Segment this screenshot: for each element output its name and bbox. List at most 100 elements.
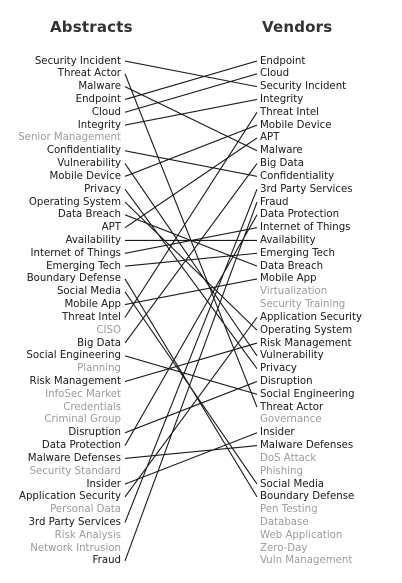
vendor-term-pen-testing: Pen Testing <box>260 504 318 516</box>
vendor-term-vuln-management: Vuln Management <box>260 555 353 567</box>
abstract-term-security-standard: Security Standard <box>29 465 121 477</box>
link-integrity <box>124 98 258 126</box>
abstract-term-ciso: CISO <box>96 324 121 336</box>
abstract-term-fraud: Fraud <box>92 555 121 567</box>
abstract-term-application-security: Application Security <box>19 491 121 503</box>
abstract-term-mobile-app: Mobile App <box>64 299 121 311</box>
abstract-term-emerging-tech: Emerging Tech <box>46 260 121 272</box>
link-mobile-app <box>124 278 258 306</box>
vendor-term-endpoint: Endpoint <box>260 55 306 67</box>
link-social-media <box>124 291 258 485</box>
abstract-term-data-breach: Data Breach <box>57 209 121 221</box>
vendor-term-threat-intel: Threat Intel <box>260 106 319 118</box>
link-apt <box>124 137 258 229</box>
abstract-term-operating-system: Operating System <box>28 196 121 208</box>
abstract-term-senior-management: Senior Management <box>18 132 121 144</box>
abstract-term-boundary-defense: Boundary Defense <box>26 273 121 285</box>
abstract-term-social-engineering: Social Engineering <box>26 350 121 362</box>
abstract-term-infosec-market: InfoSec Market <box>45 388 121 400</box>
abstract-term-risk-analysis: Risk Analysis <box>54 529 121 541</box>
vendor-term-social-media: Social Media <box>260 478 325 490</box>
abstract-term-planning: Planning <box>77 363 121 375</box>
abstract-term-threat-actor: Threat Actor <box>57 68 121 80</box>
vendor-term-mobile-app: Mobile App <box>260 273 317 285</box>
abstract-term-risk-management: Risk Management <box>29 376 121 387</box>
abstract-term-criminal-group: Criminal Group <box>44 414 121 426</box>
abstracts-heading: Abstracts <box>50 18 133 36</box>
link-big-data <box>124 163 258 344</box>
abstract-term-vulnerability: Vulnerability <box>57 158 121 170</box>
vendor-term-zero-day: Zero-Day <box>260 542 308 554</box>
link-malware-defenses <box>124 445 258 459</box>
vendor-term-insider: Insider <box>260 427 295 439</box>
vendor-term-dos-attack: DoS Attack <box>260 452 317 464</box>
link-security-incident <box>124 60 258 88</box>
vendor-term-vulnerability: Vulnerability <box>260 350 324 362</box>
link-cloud <box>124 73 258 113</box>
vendor-term-security-training: Security Training <box>260 299 346 311</box>
vendor-term-data-breach: Data Breach <box>260 260 324 272</box>
link-risk-management <box>124 342 258 383</box>
abstract-term-big-data: Big Data <box>77 337 121 349</box>
vendor-term-mobile-device: Mobile Device <box>260 119 332 131</box>
vendor-term-risk-management: Risk Management <box>260 337 352 349</box>
vendor-term-malware-defenses: Malware Defenses <box>260 440 354 452</box>
abstract-term-apt: APT <box>101 222 121 234</box>
vendor-term-application-security: Application Security <box>260 311 362 323</box>
abstract-term-mobile-device: Mobile Device <box>49 170 122 182</box>
vendor-term-availability: Availability <box>260 234 316 246</box>
vendor-term-cloud: Cloud <box>260 68 290 80</box>
vendor-term-integrity: Integrity <box>260 93 304 105</box>
link-internet-of-things <box>124 227 258 254</box>
vendor-term-security-incident: Security Incident <box>260 81 347 93</box>
vendor-term-3rd-party-services: 3rd Party Services <box>260 183 353 195</box>
abstract-term-confidentiality: Confidentiality <box>46 145 121 157</box>
abstract-term-cloud: Cloud <box>91 106 121 118</box>
vendor-term-web-application: Web Application <box>260 529 343 541</box>
vendor-term-apt: APT <box>260 132 280 144</box>
abstract-term-network-intrusion: Network Intrusion <box>30 542 121 554</box>
vendor-term-privacy: Privacy <box>260 363 297 375</box>
abstract-term-threat-intel: Threat Intel <box>62 311 121 323</box>
vendor-term-data-protection: Data Protection <box>260 209 340 221</box>
vendors-heading: Vendors <box>262 18 333 36</box>
link-emerging-tech <box>124 252 258 267</box>
abstract-term-internet-of-things: Internet of Things <box>30 247 122 259</box>
abstract-term-credentials: Credentials <box>63 401 121 413</box>
abstract-term-personal-data: Personal Data <box>50 504 121 516</box>
link-social-engineering <box>124 355 258 395</box>
abstract-term-malware-defenses: Malware Defenses <box>27 452 121 464</box>
vendor-term-malware: Malware <box>260 145 303 157</box>
abstract-term-endpoint: Endpoint <box>75 93 121 105</box>
link-fraud <box>124 201 258 562</box>
vendor-term-confidentiality: Confidentiality <box>260 170 335 182</box>
vendor-term-internet-of-things: Internet of Things <box>260 222 351 234</box>
vendor-term-governance: Governance <box>260 414 322 426</box>
abstract-term-security-incident: Security Incident <box>34 55 121 67</box>
vendor-term-emerging-tech: Emerging Tech <box>260 247 335 259</box>
link-insider <box>124 432 258 485</box>
vendor-term-phishing: Phishing <box>260 465 303 477</box>
abstract-term-availability: Availability <box>65 234 121 246</box>
vendor-term-boundary-defense: Boundary Defense <box>260 491 355 503</box>
vendor-term-disruption: Disruption <box>260 376 313 387</box>
link-threat-intel <box>124 111 258 318</box>
vendor-term-threat-actor: Threat Actor <box>260 401 324 413</box>
abstract-term-disruption: Disruption <box>68 427 121 439</box>
link-malware <box>124 86 258 152</box>
link-endpoint <box>124 60 258 100</box>
abstract-term-integrity: Integrity <box>77 119 121 131</box>
abstract-term-3rd-party-services: 3rd Party Services <box>28 517 121 529</box>
abstract-term-privacy: Privacy <box>84 183 121 195</box>
link-mobile-device <box>124 124 258 177</box>
link-privacy <box>124 188 258 370</box>
vendor-term-social-engineering: Social Engineering <box>260 388 355 400</box>
abstract-term-insider: Insider <box>86 478 121 490</box>
abstract-term-social-media: Social Media <box>56 286 121 298</box>
link-data-protection <box>124 214 258 446</box>
abstract-term-data-protection: Data Protection <box>41 440 121 452</box>
vendor-term-database: Database <box>260 517 309 529</box>
vendor-term-virtualization: Virtualization <box>260 286 328 298</box>
